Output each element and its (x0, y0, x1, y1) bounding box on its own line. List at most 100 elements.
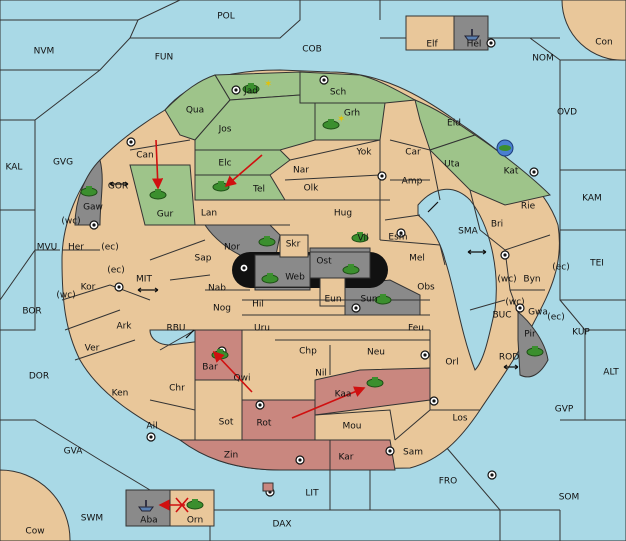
label-mou: Mou (343, 422, 362, 432)
label-grh: Grh (344, 109, 360, 119)
label-uru: Uru (254, 324, 270, 334)
move-arrow (212, 350, 253, 393)
label-aba: Aba (140, 516, 157, 526)
label-sam: Sam (403, 448, 423, 458)
territory-rot[interactable] (241, 399, 316, 441)
territory-pir[interactable] (517, 310, 549, 378)
territory-sch[interactable] (299, 71, 417, 104)
inner-sea-sma (417, 188, 497, 371)
territory-nor[interactable] (204, 224, 281, 261)
fleet-unit[interactable] (262, 482, 274, 492)
sea-label-rod: ROD (499, 353, 519, 363)
label-orl: Orl (445, 358, 458, 368)
territory-kar[interactable] (329, 439, 396, 471)
label-bar: Bar (202, 363, 218, 373)
label-uta: Uta (444, 160, 460, 170)
territory-cow[interactable] (0, 469, 71, 541)
sea-label-gva: GVA (64, 447, 84, 457)
coast-tag: (ec) (107, 266, 125, 276)
army-unit[interactable] (149, 189, 167, 200)
coast-labels: (wc) (ec) (ec) (wc) (wc) (ec) (wc) (ec) (56, 217, 569, 323)
label-nog: Nog (213, 304, 231, 314)
army-unit[interactable] (186, 499, 204, 510)
army-unit[interactable] (322, 119, 340, 130)
territory-elf[interactable] (405, 15, 455, 51)
territory-tel[interactable] (194, 174, 286, 201)
label-lan: Lan (201, 209, 217, 219)
fleet-unit[interactable] (496, 139, 514, 157)
supply-center (114, 282, 124, 292)
label-feu: Feu (408, 324, 424, 334)
army-unit[interactable] (80, 186, 98, 197)
label-mel: Mel (409, 254, 425, 264)
supply-center (319, 75, 329, 85)
void-order-icon (175, 497, 189, 513)
double-arrow-icon (109, 181, 129, 187)
army-unit[interactable] (374, 294, 392, 305)
army-unit[interactable] (342, 264, 360, 275)
territory-ost-inner[interactable] (309, 251, 371, 279)
territory-con[interactable] (561, 0, 626, 61)
move-arrow (224, 154, 263, 188)
sea-label-kal: KAL (6, 163, 23, 173)
coast-tag: (ec) (552, 263, 570, 273)
double-arrow-icon (185, 329, 195, 339)
territory-skr[interactable] (279, 234, 309, 258)
army-unit[interactable] (366, 377, 384, 388)
territory-kat[interactable] (429, 134, 551, 206)
label-tel: Tel (252, 185, 265, 195)
label-nor: Nor (224, 243, 240, 253)
sea-label-mvu: MVU (37, 243, 58, 253)
supply-center (515, 303, 525, 313)
label-hil: Hil (252, 300, 264, 310)
army-unit[interactable] (261, 273, 279, 284)
double-arrow-icon (467, 249, 487, 255)
sea-label-fun: FUN (155, 53, 174, 63)
fleet-unit[interactable] (138, 500, 154, 512)
fleet-unit[interactable] (464, 29, 480, 41)
order-arrows (152, 139, 366, 513)
label-hug: Hug (334, 209, 352, 219)
army-unit[interactable] (258, 236, 276, 247)
territory-zin[interactable] (178, 439, 331, 471)
label-sch: Sch (330, 88, 346, 98)
sea-label-kup: KUP (572, 328, 590, 338)
double-arrow-icon (503, 364, 519, 370)
army-unit[interactable] (242, 83, 260, 94)
label-kaa: Kaa (335, 390, 352, 400)
army-unit[interactable] (526, 346, 544, 357)
territory-labels: Elf Hel Jad Sch Qua Grh Jos Eld Can Yok … (68, 40, 548, 526)
label-can: Can (136, 151, 154, 161)
sea-labels: POL FUN COB NVM NOM Con OVD KAL GVG GOR … (6, 12, 620, 537)
label-ark: Ark (116, 322, 132, 332)
label-olk: Olk (304, 184, 320, 194)
label-her: Her (68, 243, 84, 253)
label-chp: Chp (299, 347, 317, 357)
supply-center (486, 38, 496, 48)
supply-center (89, 220, 99, 230)
build-star-icon: ✶ (264, 79, 272, 90)
sea-label-tei: TEI (589, 259, 604, 269)
territory-elc[interactable] (194, 149, 291, 176)
label-gaw: Gaw (83, 203, 103, 213)
supply-center (396, 228, 406, 238)
sea-label-mit: MIT (136, 275, 152, 285)
build-star-icon: ✶ (337, 114, 345, 125)
supply-center (487, 470, 497, 480)
army-unit[interactable] (351, 232, 369, 243)
coast-tag: (wc) (497, 275, 516, 285)
supply-center (295, 455, 305, 465)
coast-tag: (wc) (61, 217, 80, 227)
label-los: Los (452, 414, 467, 424)
supply-center (146, 432, 156, 442)
label-gur: Gur (157, 210, 174, 220)
double-arrow-icon (427, 201, 439, 213)
sea-label-fro: FRO (439, 477, 458, 487)
borders (61, 139, 551, 441)
sea-label-gor: GOR (108, 182, 128, 192)
supply-center (429, 396, 439, 406)
territory-eun[interactable] (319, 277, 346, 307)
label-nar: Nar (293, 166, 309, 176)
sea-label-cob: COB (302, 45, 322, 55)
sea-label-kam: KAM (582, 194, 602, 204)
